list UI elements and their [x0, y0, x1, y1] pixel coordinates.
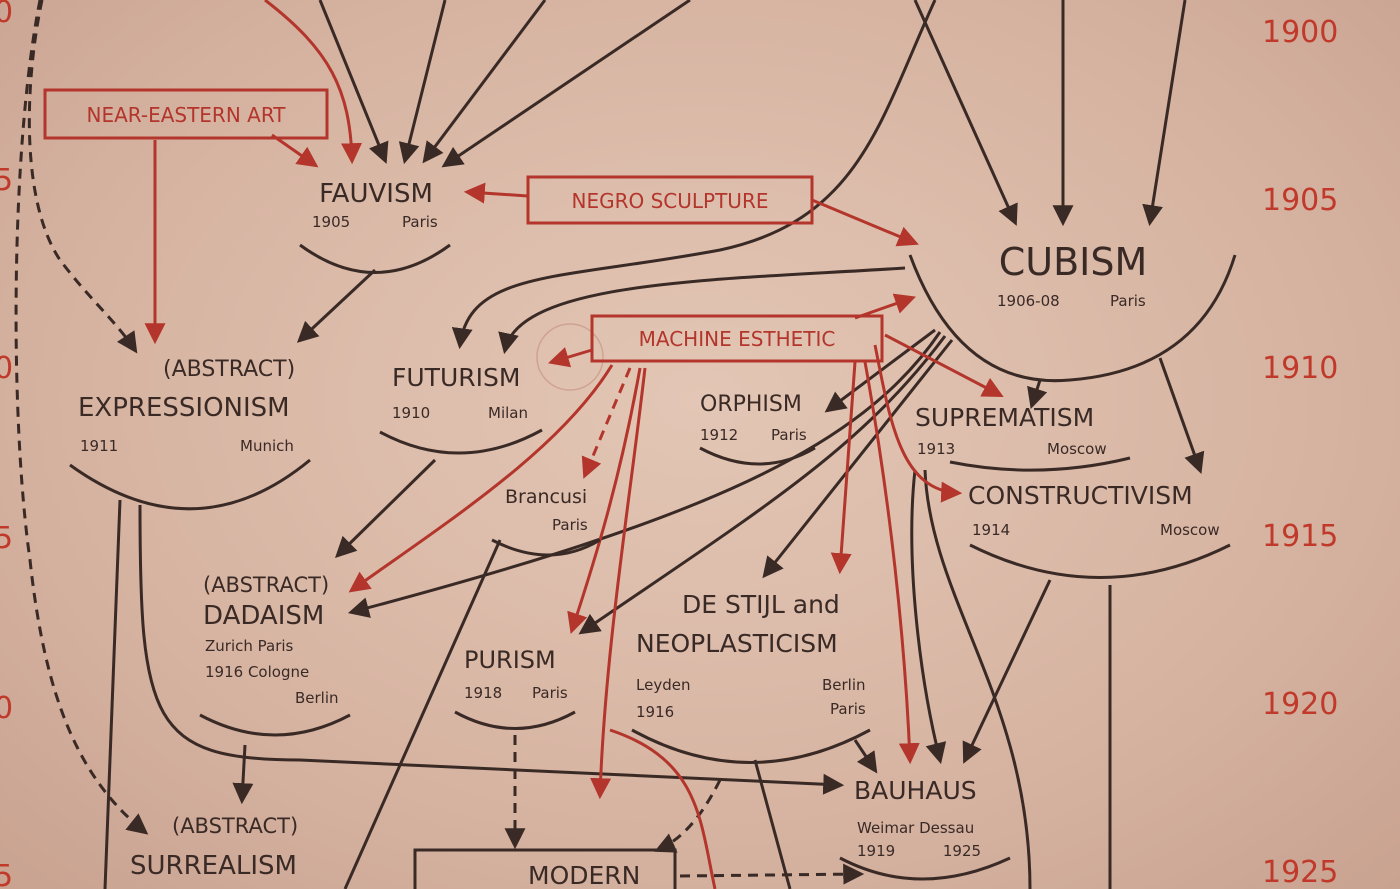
movement-cubism: CUBISM 1906-08 Paris	[997, 240, 1147, 310]
near-eastern-art-label: NEAR-EASTERN ART	[86, 103, 286, 127]
surrealism-name: SURREALISM	[130, 851, 297, 881]
de-stijl-right-2: Paris	[830, 700, 866, 718]
year-label: 1910	[1262, 351, 1338, 386]
suprematism-place: Moscow	[1047, 440, 1107, 458]
dadaism-places-1: Zurich Paris	[205, 637, 294, 655]
cubism-name: CUBISM	[999, 240, 1148, 284]
de-stijl-name-2: NEOPLASTICISM	[636, 629, 838, 658]
expressionism-name: EXPRESSIONISM	[78, 393, 290, 423]
timeline-right: 1900 1905 1910 1915 1920 1925	[1262, 15, 1338, 889]
dadaism-prefix: (ABSTRACT)	[203, 573, 329, 597]
suprematism-name: SUPREMATISM	[915, 403, 1094, 432]
fauvism-name: FAUVISM	[319, 179, 433, 209]
year-label: 1915	[1262, 519, 1338, 554]
machine-esthetic-label: MACHINE ESTHETIC	[639, 327, 836, 351]
movement-abstract-dadaism: (ABSTRACT) DADAISM Zurich Paris 1916 Col…	[203, 573, 339, 707]
dark-arrows	[14, 0, 1205, 889]
movement-suprematism: SUPREMATISM 1913 Moscow	[915, 403, 1107, 458]
orphism-name: ORPHISM	[700, 392, 802, 417]
orphism-place: Paris	[771, 426, 807, 444]
movement-abstract-surrealism: (ABSTRACT) SURREALISM	[130, 814, 298, 881]
de-stijl-left-1: Leyden	[636, 676, 690, 694]
movement-fauvism: FAUVISM 1905 Paris	[312, 179, 438, 231]
de-stijl-right-1: Berlin	[822, 676, 866, 694]
fauvism-year: 1905	[312, 213, 350, 231]
expressionism-year: 1911	[80, 437, 118, 455]
purism-place: Paris	[532, 684, 568, 702]
movement-purism: PURISM 1918 Paris	[464, 646, 568, 702]
modern-name: MODERN	[528, 861, 640, 889]
movement-brancusi: Brancusi Paris	[505, 486, 588, 534]
movement-arcs	[69, 243, 1237, 881]
negro-sculpture-label: NEGRO SCULPTURE	[572, 189, 769, 213]
year-label: 1920	[1262, 687, 1338, 722]
left-year-digit: 5	[0, 859, 13, 889]
futurism-name: FUTURISM	[392, 363, 520, 392]
movement-de-stijl: DE STIJL and NEOPLASTICISM Leyden 1916 B…	[636, 590, 866, 721]
constructivism-year: 1914	[972, 521, 1010, 539]
expressionism-place: Munich	[240, 437, 294, 455]
year-label: 1905	[1262, 183, 1338, 218]
movement-abstract-expressionism: (ABSTRACT) EXPRESSIONISM 1911 Munich	[78, 357, 295, 455]
movement-bauhaus: BAUHAUS Weimar Dessau 1919 1925	[854, 776, 981, 860]
movement-orphism: ORPHISM 1912 Paris	[700, 392, 807, 444]
suprematism-year: 1913	[917, 440, 955, 458]
movement-constructivism: CONSTRUCTIVISM 1914 Moscow	[968, 481, 1220, 539]
modern-box	[413, 848, 677, 889]
year-label: 1925	[1262, 855, 1338, 889]
bauhaus-years: 1919 1925	[857, 842, 981, 860]
left-year-digit: 0	[0, 0, 13, 30]
purism-year: 1918	[464, 684, 502, 702]
timeline-left: 0 5 0 5 0 5	[0, 0, 13, 889]
purism-name: PURISM	[464, 646, 556, 674]
movement-futurism: FUTURISM 1910 Milan	[392, 363, 528, 422]
expressionism-prefix: (ABSTRACT)	[163, 357, 295, 382]
fauvism-place: Paris	[402, 213, 438, 231]
dadaism-places-2: 1916 Cologne	[205, 663, 309, 681]
futurism-year: 1910	[392, 404, 430, 422]
constructivism-place: Moscow	[1160, 521, 1220, 539]
movement-modern: MODERN	[528, 861, 640, 889]
constructivism-name: CONSTRUCTIVISM	[968, 481, 1193, 510]
machine-esthetic-box	[590, 314, 884, 363]
orphism-year: 1912	[700, 426, 738, 444]
near-eastern-art-box	[43, 88, 329, 140]
de-stijl-left-2: 1916	[636, 703, 674, 721]
left-year-digit: 5	[0, 163, 13, 198]
de-stijl-name-1: DE STIJL and	[682, 590, 840, 619]
bauhaus-name: BAUHAUS	[854, 776, 977, 805]
futurism-place: Milan	[488, 404, 528, 422]
dadaism-places-3: Berlin	[295, 689, 339, 707]
cubism-year: 1906-08	[997, 292, 1060, 310]
dadaism-name: DADAISM	[203, 601, 324, 631]
cubism-place: Paris	[1110, 292, 1146, 310]
bauhaus-places: Weimar Dessau	[857, 819, 974, 837]
year-label: 1900	[1262, 15, 1338, 50]
surrealism-prefix: (ABSTRACT)	[172, 814, 298, 838]
left-year-digit: 0	[0, 691, 13, 726]
left-year-digit: 5	[0, 521, 13, 556]
brancusi-place: Paris	[552, 516, 588, 534]
left-year-digit: 0	[0, 351, 13, 386]
negro-sculpture-box	[526, 175, 814, 225]
brancusi-name: Brancusi	[505, 486, 587, 508]
